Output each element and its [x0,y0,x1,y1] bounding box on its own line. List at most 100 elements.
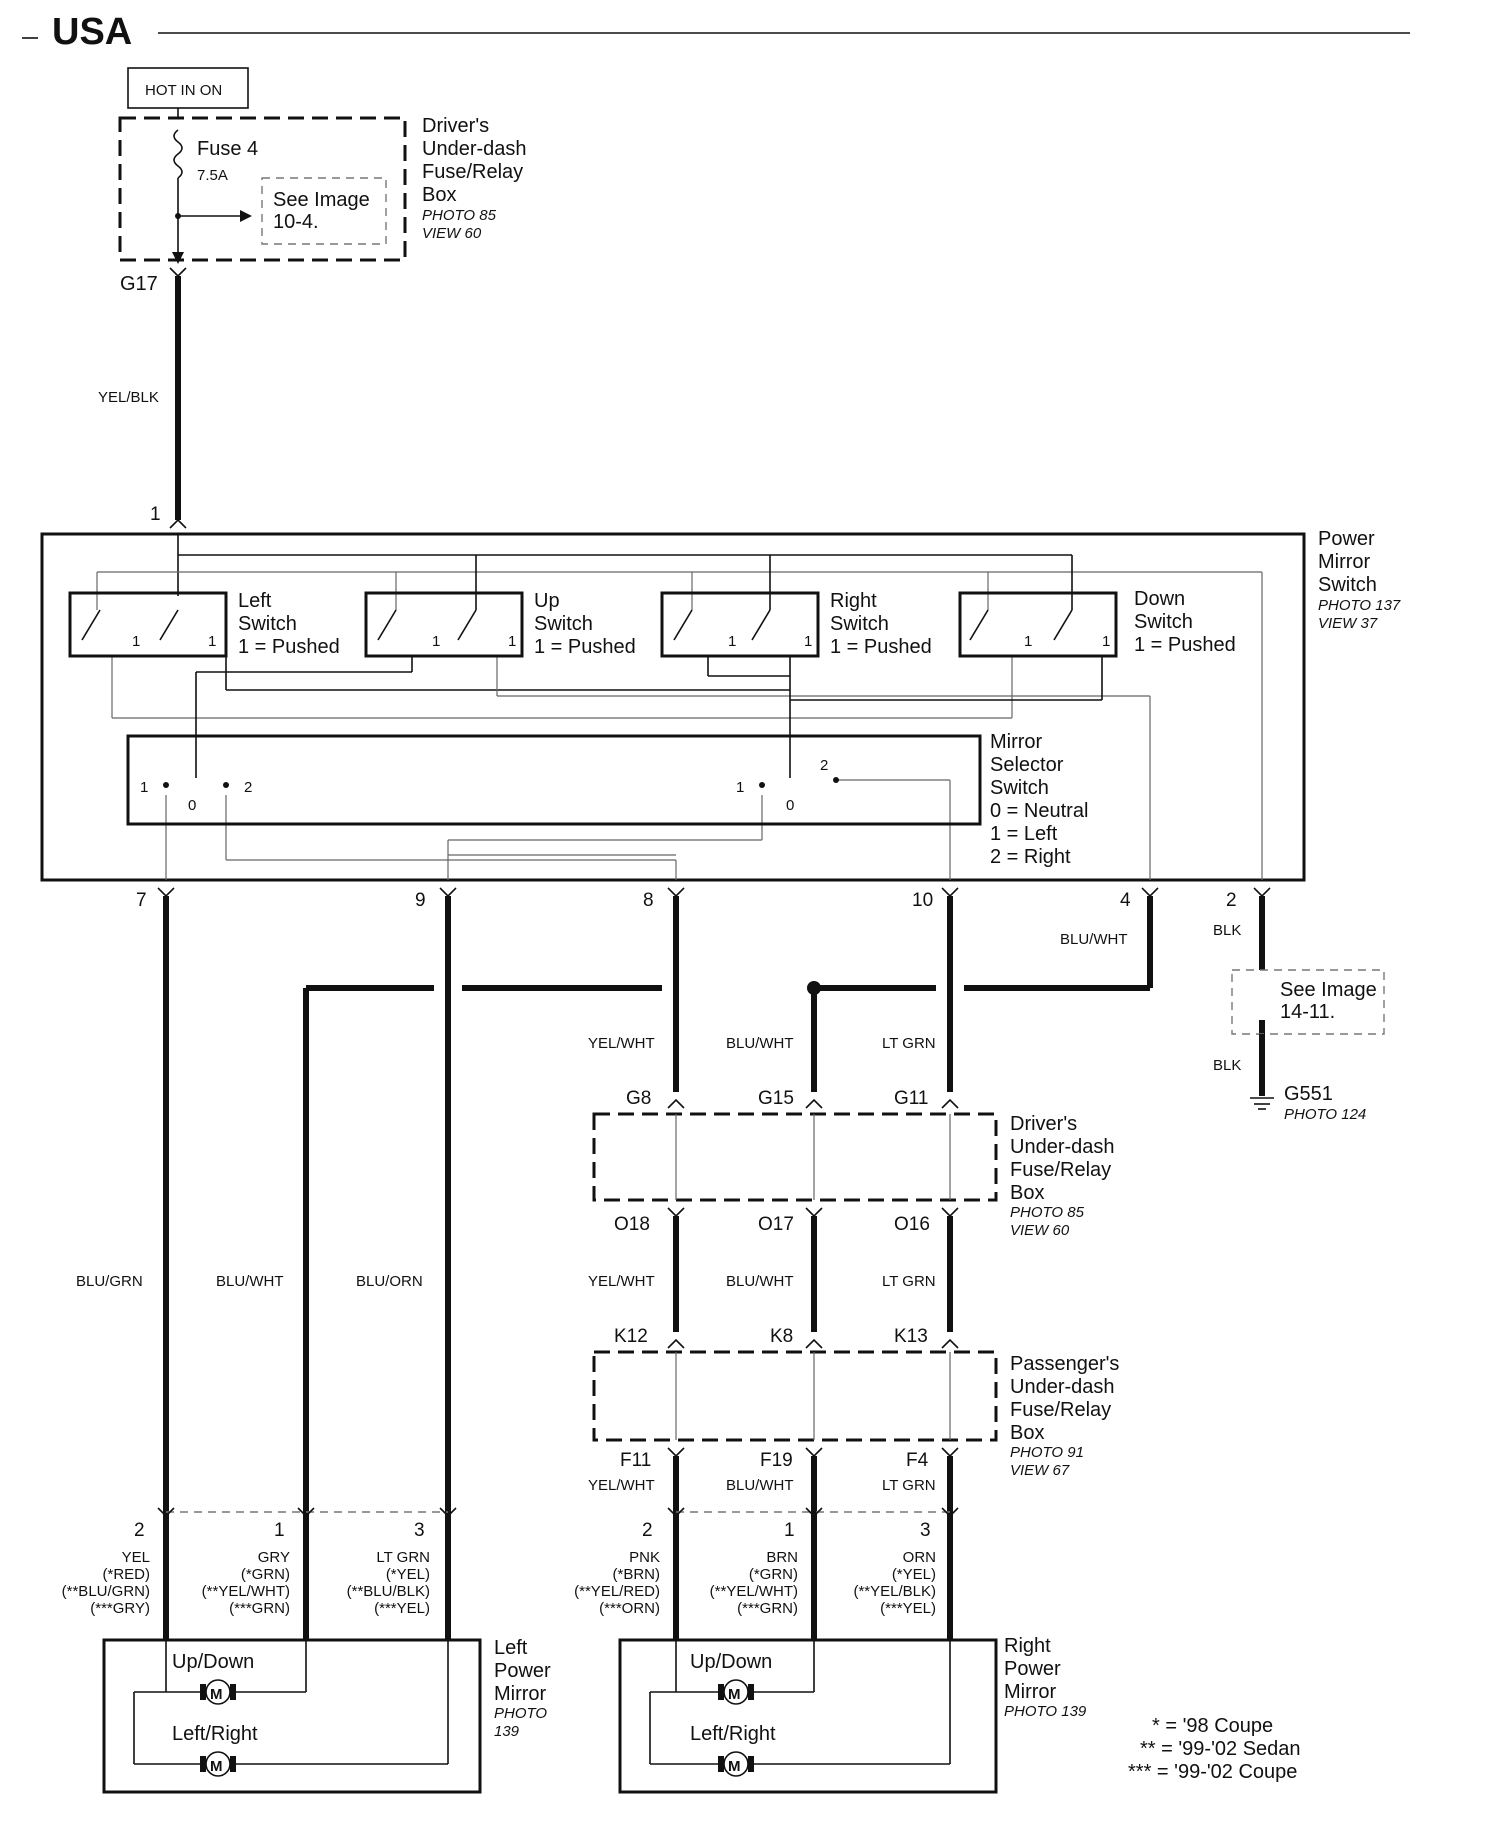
svg-text:Switch: Switch [1318,574,1377,596]
svg-text:Mirror: Mirror [494,1683,547,1705]
svg-text:(***ORN): (***ORN) [599,1600,660,1617]
svg-text:1: 1 [208,633,216,650]
svg-text:K13: K13 [894,1326,928,1347]
svg-text:Right: Right [1004,1635,1051,1657]
svg-text:4: 4 [1120,890,1131,911]
arrow-icon [240,210,252,222]
svg-text:K8: K8 [770,1326,793,1347]
left-wire-labels: BLU/GRN BLU/WHT BLU/ORN YEL/WHT BLU/WHT … [76,1273,936,1290]
svg-text:Power: Power [1004,1658,1061,1680]
svg-text:1: 1 [274,1520,285,1541]
svg-text:VIEW 60: VIEW 60 [422,225,482,242]
fuse-icon [173,129,183,179]
svg-text:G11: G11 [894,1088,929,1109]
svg-text:G551: G551 [1284,1083,1333,1105]
motor-icon: M [200,1679,236,1705]
svg-text:PHOTO 85: PHOTO 85 [1010,1204,1085,1221]
svg-text:2: 2 [642,1520,653,1541]
svg-text:(***GRN): (***GRN) [737,1600,798,1617]
svg-text:(**YEL/RED): (**YEL/RED) [574,1583,660,1600]
svg-text:BLU/GRN: BLU/GRN [76,1273,143,1290]
driver-fuse-box-mid: Driver's Under-dash Fuse/Relay Box PHOTO… [592,1112,1115,1239]
svg-text:8: 8 [643,890,654,911]
svg-text:(**YEL/BLK): (**YEL/BLK) [853,1583,936,1600]
driver-fuse-box-top-label: Driver's Under-dash Fuse/Relay Box PHOTO… [422,115,527,242]
svg-text:(*GRN): (*GRN) [749,1566,798,1583]
svg-text:(**BLU/BLK): (**BLU/BLK) [347,1583,430,1600]
svg-text:** = '99-'02 Sedan: ** = '99-'02 Sedan [1140,1738,1301,1760]
svg-text:10-4.: 10-4. [273,211,319,233]
svg-text:0: 0 [786,797,794,814]
svg-text:7.5A: 7.5A [197,167,228,184]
svg-text:PHOTO: PHOTO [494,1705,547,1722]
driver-fuse-box-top: Fuse 4 7.5A See Image 10-4. [118,116,407,264]
svg-text:O17: O17 [758,1214,794,1235]
harness-wires [163,896,1265,1640]
svg-text:* = '98 Coupe: * = '98 Coupe [1152,1715,1273,1737]
svg-text:M: M [728,1758,741,1775]
svg-text:YEL/BLK: YEL/BLK [98,389,159,406]
svg-text:O18: O18 [614,1214,650,1235]
svg-text:PHOTO 139: PHOTO 139 [1004,1703,1087,1720]
svg-text:Under-dash: Under-dash [1010,1376,1115,1398]
svg-text:1: 1 [150,504,161,525]
svg-text:Left/Right: Left/Right [172,1723,258,1745]
svg-text:Mirror: Mirror [1004,1681,1057,1703]
svg-text:PHOTO 85: PHOTO 85 [422,207,497,224]
f-connectors: F11 F19 F4 YEL/WHT BLU/WHT LT GRN [588,1447,959,1494]
svg-text:(***YEL): (***YEL) [880,1600,936,1617]
output-terminals [157,887,1271,898]
g-connectors: G8 G15 G11 [626,1088,959,1109]
svg-text:F19: F19 [760,1450,793,1471]
svg-text:LT GRN: LT GRN [882,1273,936,1290]
svg-text:1: 1 [432,633,440,650]
left-mirror-connector: 2 1 3 [134,1507,457,1541]
svg-text:Fuse/Relay: Fuse/Relay [1010,1399,1111,1421]
svg-text:BLU/WHT: BLU/WHT [1060,931,1128,948]
svg-text:See Image: See Image [273,189,370,211]
svg-text:Switch: Switch [534,613,593,635]
svg-text:(***GRN): (***GRN) [229,1600,290,1617]
svg-text:F11: F11 [620,1450,651,1471]
right-switch: 1 1 Right Switch 1 = Pushed [660,590,932,658]
legend: * = '98 Coupe ** = '99-'02 Sedan *** = '… [1128,1715,1301,1783]
svg-text:(**BLU/GRN): (**BLU/GRN) [62,1583,150,1600]
svg-text:HOT IN ON: HOT IN ON [145,82,222,99]
svg-text:Up/Down: Up/Down [172,1651,254,1673]
svg-text:1 = Pushed: 1 = Pushed [534,636,636,658]
svg-text:Up/Down: Up/Down [690,1651,772,1673]
svg-text:10: 10 [912,890,933,911]
svg-text:1: 1 [508,633,516,650]
svg-text:Driver's: Driver's [422,115,489,137]
svg-text:LT GRN: LT GRN [882,1035,936,1052]
mirror-selector-switch: 1 0 2 1 0 2 Mirror Selector Switch 0 = N… [126,731,1088,868]
left-switch: 1 1 Left Switch 1 = Pushed [68,590,340,658]
svg-text:(*RED): (*RED) [103,1566,151,1583]
ground-icon [1250,1097,1274,1110]
svg-text:F4: F4 [906,1450,929,1471]
svg-text:2: 2 [1226,890,1237,911]
svg-text:0 = Neutral: 0 = Neutral [990,800,1088,822]
svg-text:YEL/WHT: YEL/WHT [588,1477,655,1494]
svg-text:PHOTO 137: PHOTO 137 [1318,597,1401,614]
svg-text:1: 1 [736,779,744,796]
svg-text:BLU/WHT: BLU/WHT [216,1273,284,1290]
svg-text:Down: Down [1134,588,1185,610]
svg-text:YEL: YEL [122,1549,150,1566]
svg-text:Left: Left [238,590,272,612]
svg-text:M: M [728,1686,741,1703]
passenger-fuse-box: Passenger's Under-dash Fuse/Relay Box PH… [592,1350,1119,1479]
svg-text:Switch: Switch [990,777,1049,799]
svg-text:(*GRN): (*GRN) [241,1566,290,1583]
svg-text:M: M [210,1758,223,1775]
svg-text:Passenger's: Passenger's [1010,1353,1119,1375]
svg-text:Power: Power [494,1660,551,1682]
svg-text:Power: Power [1318,528,1375,550]
svg-text:1 = Left: 1 = Left [990,823,1058,845]
svg-text:139: 139 [494,1723,520,1740]
svg-text:3: 3 [920,1520,931,1541]
svg-text:Right: Right [830,590,877,612]
svg-text:PHOTO 91: PHOTO 91 [1010,1444,1084,1461]
svg-text:Mirror: Mirror [990,731,1043,753]
svg-text:BLK: BLK [1213,1057,1241,1074]
